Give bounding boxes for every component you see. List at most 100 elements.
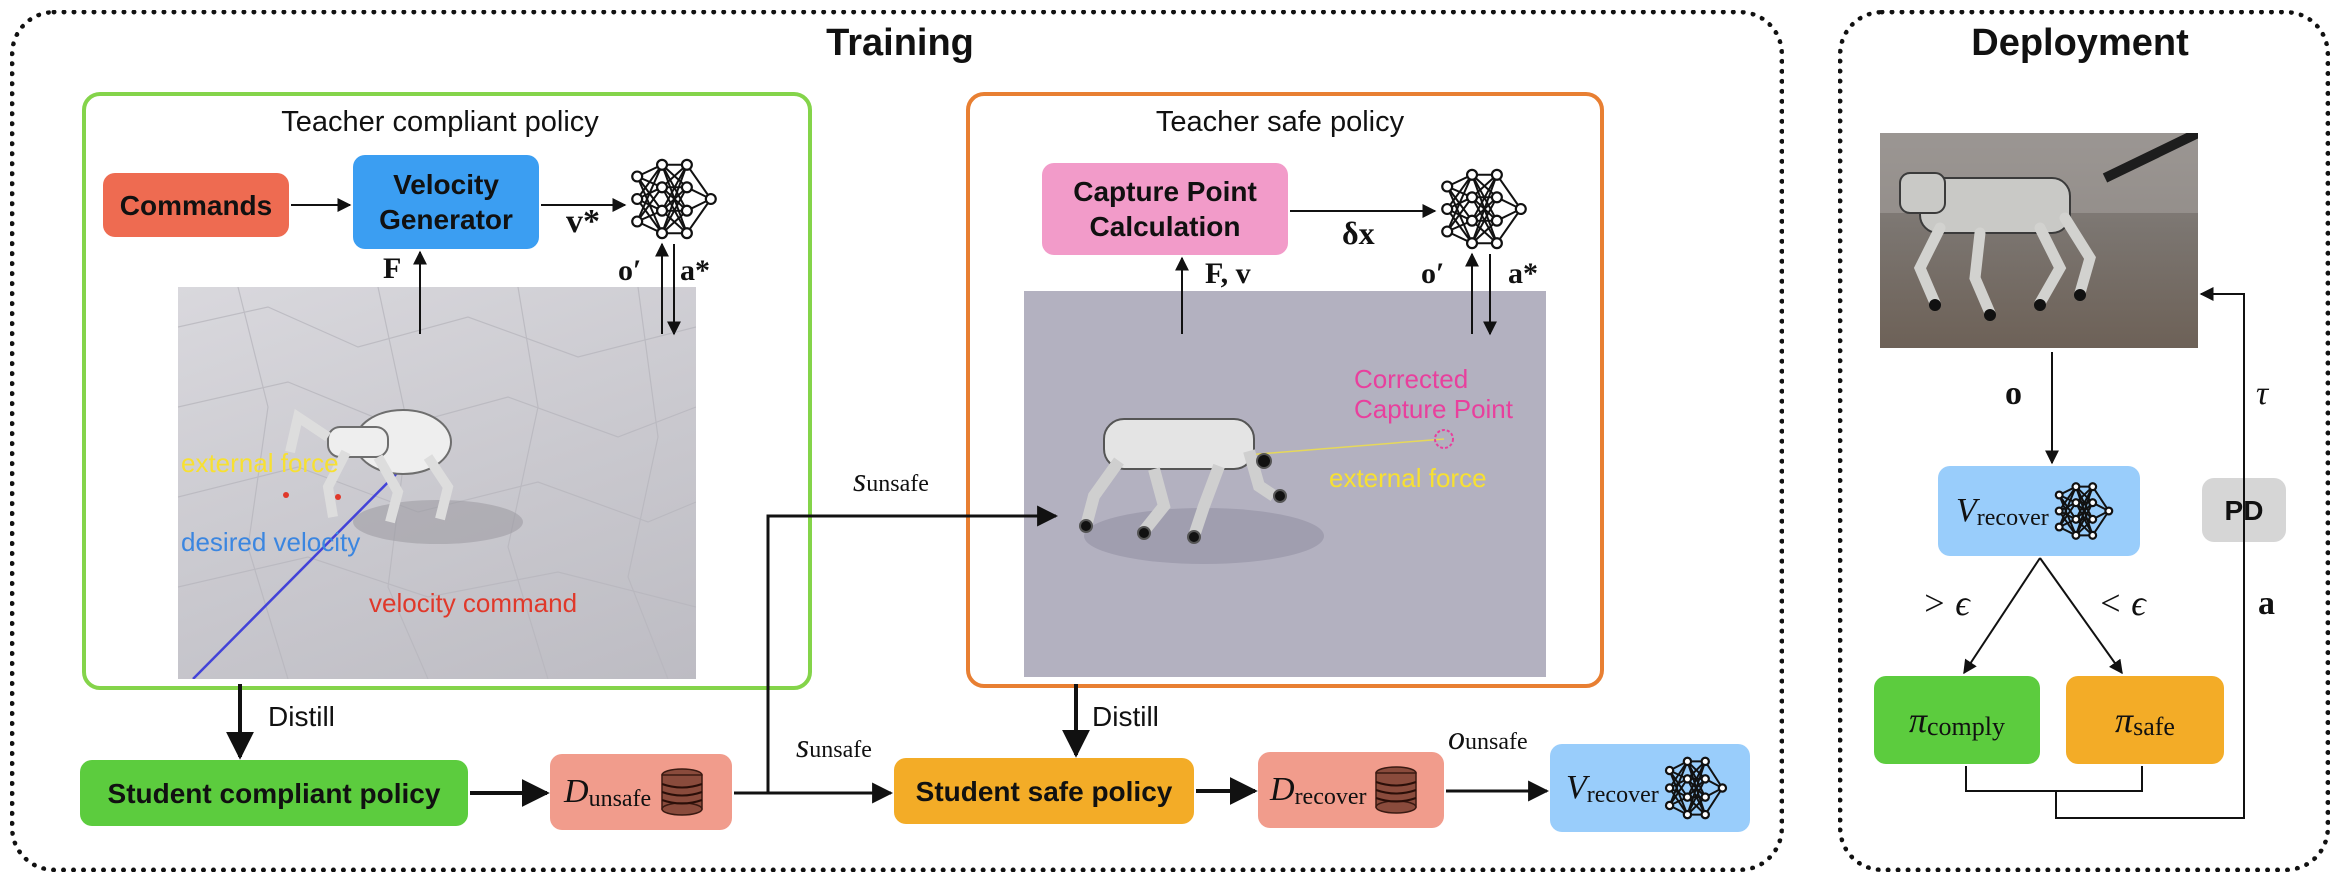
nn-edge: [1446, 174, 1473, 232]
nn-node: [680, 158, 693, 171]
teacher-compliant-title: Teacher compliant policy: [281, 106, 599, 138]
nn-node: [1490, 191, 1503, 204]
nn-edge: [636, 164, 663, 200]
nn-node: [2087, 514, 2097, 524]
training-panel: [10, 10, 1784, 872]
student-safe-box: Student safe policy: [894, 758, 1194, 824]
nn-edge: [2058, 486, 2077, 512]
nn-node: [2071, 482, 2081, 492]
annot-corrected-line1: Corrected: [1354, 364, 1469, 394]
sim-safe-scene: [1079, 418, 1454, 564]
nn-edge: [661, 164, 688, 234]
nn-edge: [2074, 502, 2094, 536]
nn-edge: [1471, 174, 1498, 222]
nn-node: [1514, 202, 1527, 216]
a-star-label: a*: [680, 254, 710, 287]
s-unsafe-bottom-symbol: s: [796, 728, 810, 765]
nn-node: [680, 181, 693, 194]
line-pi-comply-merge: [1965, 766, 2056, 792]
nn-node: [2087, 530, 2097, 540]
sim-compliant-image: [178, 287, 696, 679]
neural-network-icon: [1664, 756, 1727, 820]
nn-node: [631, 215, 644, 228]
capture-point-line2: Calculation: [1089, 211, 1241, 242]
velocity-generator-box: Velocity Generator: [353, 155, 539, 249]
nn-node: [704, 192, 717, 206]
d-recover-subscript: recover: [1294, 784, 1367, 810]
s-unsafe-top-symbol: s: [853, 462, 867, 499]
nn-edge: [1471, 174, 1498, 244]
nn-node: [1664, 765, 1675, 776]
nn-edge: [1668, 761, 1689, 806]
robot-photo-scene: [1880, 133, 2198, 321]
robot-silhouette-left: [285, 408, 454, 524]
nn-edge: [636, 186, 663, 223]
nn-node: [2054, 522, 2064, 532]
nn-node: [1700, 792, 1710, 802]
pi-comply-subscript: comply: [1927, 711, 2006, 741]
training-title: Training: [826, 22, 974, 64]
pi-comply-symbol: π: [1908, 699, 1928, 740]
robot-silhouette-right: [1079, 418, 1287, 544]
nn-edge: [2058, 486, 2077, 528]
nn-node: [1490, 237, 1503, 250]
arrow-to-pi-safe: [2039, 557, 2123, 675]
teacher-compliant-panel: [82, 92, 812, 690]
arrow-sunsafe-to-sim: [766, 505, 1059, 793]
nn-edge: [2091, 486, 2110, 512]
annot-external-force-right: external force: [1329, 463, 1487, 493]
nn-edge: [1686, 778, 1706, 816]
distill-right-label: Distill: [1092, 701, 1159, 732]
nn-node: [1700, 774, 1710, 784]
sim-safe-image: [1024, 291, 1546, 677]
nn-edge: [2091, 510, 2110, 536]
F-v-label: F, v: [1205, 257, 1251, 290]
nn-node: [1465, 168, 1479, 181]
nn-node: [2071, 514, 2081, 524]
nn-edge: [1446, 174, 1473, 210]
nn-node: [655, 181, 669, 194]
a-star-label-2: a*: [1508, 257, 1538, 290]
o-prime-label-2: o′: [1421, 257, 1445, 290]
robot-photo: [1880, 133, 2198, 348]
nn-node: [2054, 506, 2064, 516]
o-unsafe: ounsafe: [1448, 720, 1528, 758]
student-compliant-box: Student compliant policy: [80, 760, 468, 826]
nn-node: [1682, 774, 1692, 784]
d-unsafe-symbol: D: [564, 772, 589, 810]
gt-epsilon-label: > ϵ: [1922, 583, 1970, 623]
database-icon: [661, 768, 703, 816]
F-label: F: [383, 252, 402, 285]
deploy-v-recover-subscript: recover: [1976, 505, 2049, 531]
nn-node: [1682, 756, 1692, 767]
nn-edge: [1496, 174, 1522, 210]
deployment-panel: [1838, 10, 2330, 872]
tau-label: τ: [2256, 375, 2269, 412]
student-compliant-label: Student compliant policy: [107, 777, 441, 809]
distill-left-label: Distill: [268, 701, 335, 732]
sim-compliant-terrain: [178, 287, 696, 679]
nn-node: [2087, 482, 2097, 492]
commands-box: Commands: [103, 173, 289, 237]
v-star-label: v*: [566, 203, 600, 240]
nn-edge: [2058, 502, 2077, 528]
nn-edge: [1704, 760, 1723, 789]
o-prime-label: o′: [618, 254, 642, 287]
annot-desired-velocity: desired velocity: [181, 527, 361, 557]
nn-node: [1441, 202, 1454, 216]
s-unsafe-bottom-subscript: unsafe: [809, 737, 872, 763]
nn-edge: [686, 164, 712, 200]
v-recover-symbol: V: [1566, 768, 1587, 806]
nn-node: [680, 204, 693, 217]
o-unsafe-subscript: unsafe: [1465, 729, 1528, 755]
arrow-feedback-to-robot: [2055, 287, 2245, 819]
database-icon: [1374, 766, 1417, 814]
nn-node: [1465, 237, 1479, 250]
arrow-to-pi-comply: [1963, 557, 2041, 675]
nn-node: [1490, 168, 1503, 181]
neural-network-icon-teacher-safe: [1441, 168, 1527, 250]
